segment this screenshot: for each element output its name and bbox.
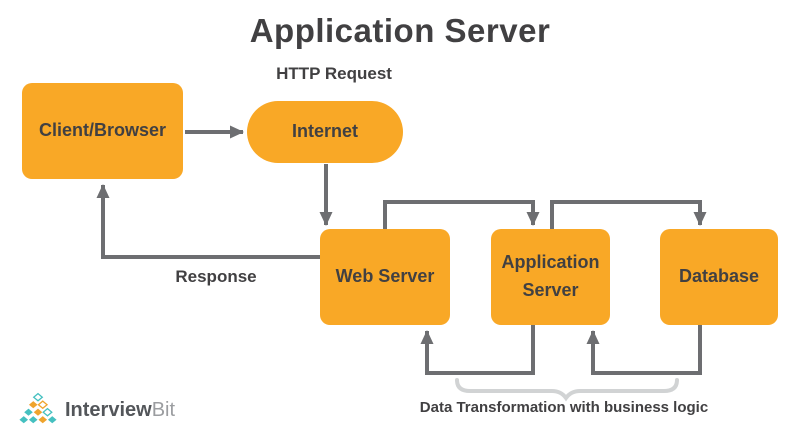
internet-label: Internet [291, 121, 358, 142]
web-server-label: Web Server [335, 266, 435, 287]
response-label: Response [175, 267, 257, 286]
wordmark-primary: Interview [65, 398, 152, 421]
logo-diamond [28, 416, 38, 424]
edge-appserver-to-webserver-return [420, 325, 535, 375]
edge-webserver-to-appserver [383, 200, 540, 229]
data-transformation-label: Data Transformation with business logic [419, 399, 709, 416]
logo-diamond [28, 401, 38, 409]
logo-diamond [38, 416, 48, 424]
edge-database-to-appserver-return [586, 325, 702, 375]
interviewbit-logo: InterviewBit [18, 392, 175, 428]
logo-diamond [47, 416, 57, 424]
interviewbit-wordmark: InterviewBit [65, 399, 175, 422]
logo-diamond [33, 408, 43, 416]
client-browser-node: Client/Browser [22, 83, 183, 179]
http-request-label: HTTP Request [276, 64, 392, 83]
database-node: Database [660, 229, 778, 325]
logo-diamond [24, 408, 33, 416]
edge-appserver-to-database [550, 200, 707, 229]
interviewbit-pyramid-icon [19, 392, 57, 424]
application-server-label: Application Server [501, 252, 600, 300]
edge-webserver-to-client-response [96, 184, 320, 259]
application-server-node: Application Server [491, 229, 610, 325]
database-label: Database [678, 266, 760, 287]
page-title: Application Server [249, 12, 551, 49]
brace-data-transformation [455, 378, 679, 402]
logo-diamond [37, 400, 49, 410]
logo-diamond [42, 407, 53, 417]
internet-node: Internet [247, 101, 403, 163]
web-server-node: Web Server [320, 229, 450, 325]
client-browser-label: Client/Browser [38, 120, 167, 141]
wordmark-secondary: Bit [151, 398, 176, 421]
logo-diamond [19, 416, 29, 424]
logo-diamond [32, 392, 44, 402]
